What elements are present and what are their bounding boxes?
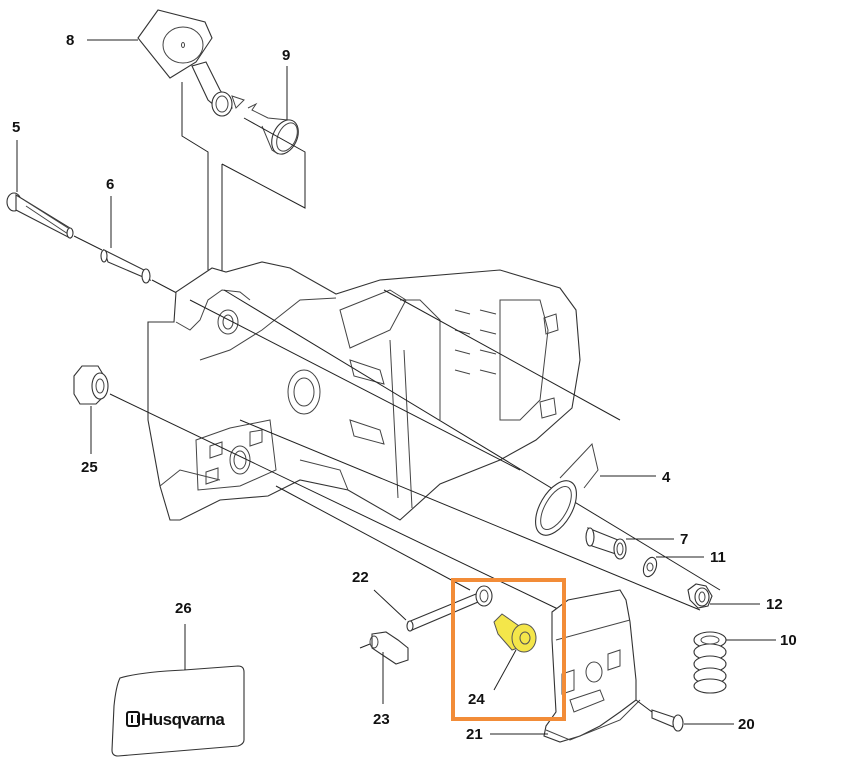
callout-5[interactable]: 5 <box>12 119 21 136</box>
part-11-washer <box>642 556 658 578</box>
part-26-decal <box>111 665 245 757</box>
callout-20[interactable]: 20 <box>738 716 755 733</box>
part-5-bolt <box>6 192 74 239</box>
part-10-coil-spring <box>693 631 727 694</box>
part-23-plunger <box>369 631 409 665</box>
callout-10[interactable]: 10 <box>780 632 797 649</box>
callout-26[interactable]: 26 <box>175 600 192 617</box>
main-housing <box>147 261 581 521</box>
callout-7[interactable]: 7 <box>680 531 689 548</box>
part-9-spring <box>247 102 299 155</box>
leader-24 <box>493 649 517 691</box>
callout-22[interactable]: 22 <box>352 569 369 586</box>
callout-11[interactable]: 11 <box>710 549 726 566</box>
callout-12[interactable]: 12 <box>766 596 783 613</box>
part-12-nut <box>687 583 713 609</box>
callout-4[interactable]: 4 <box>662 469 671 486</box>
part-7-sleeve <box>585 527 627 560</box>
callout-9[interactable]: 9 <box>282 47 291 64</box>
callout-8[interactable]: 8 <box>66 32 75 49</box>
part-4-spring <box>535 442 599 536</box>
part-6-sleeve <box>100 248 152 284</box>
part-22-pin <box>406 585 493 632</box>
leader-22 <box>373 589 407 621</box>
callout-25[interactable]: 25 <box>81 459 98 476</box>
part-25-nut <box>73 365 109 405</box>
part-24-bushing <box>493 613 537 653</box>
callout-21[interactable]: 21 <box>466 726 483 743</box>
husqvarna-logo: Husqvarna <box>126 710 225 730</box>
part-20-screw <box>651 709 684 732</box>
highlight-box <box>451 578 566 721</box>
callout-24[interactable]: 24 <box>468 691 485 708</box>
part-8-brake-handle <box>137 9 245 117</box>
callout-23[interactable]: 23 <box>373 711 390 728</box>
crown-icon <box>126 711 140 727</box>
callout-6[interactable]: 6 <box>106 176 115 193</box>
logo-text: Husqvarna <box>141 710 225 729</box>
